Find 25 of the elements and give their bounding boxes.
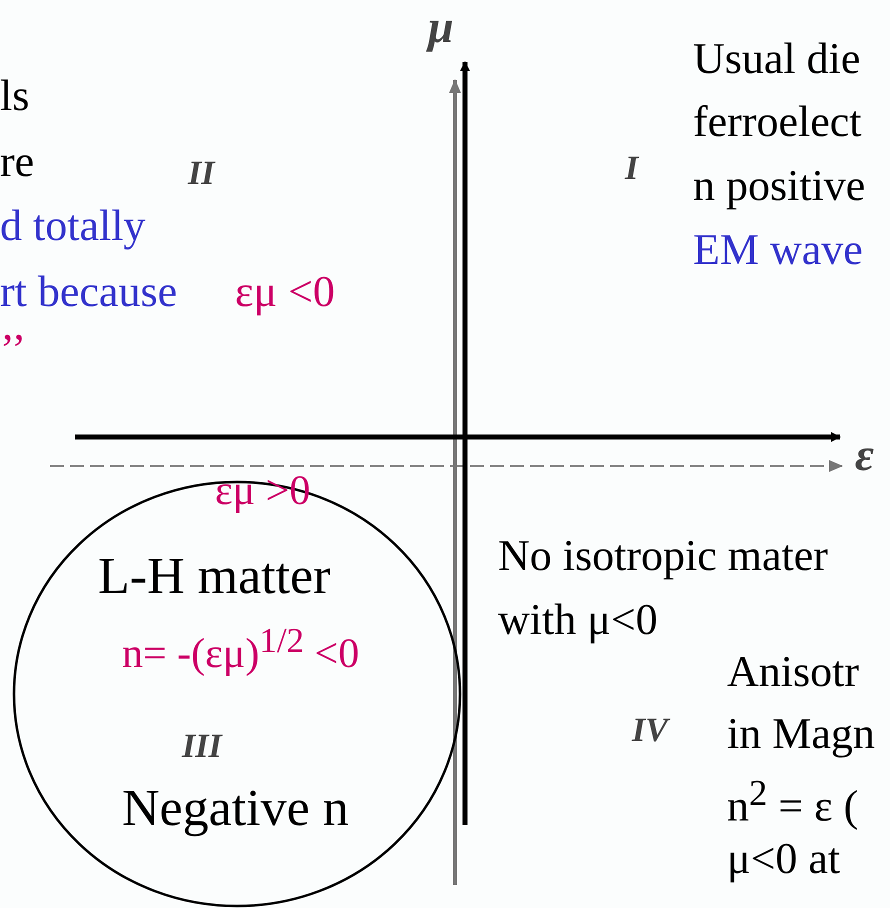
annotation-text: d totally	[0, 202, 146, 250]
annotation-text: rt because	[0, 268, 178, 316]
circle-text: Negative n	[122, 780, 349, 838]
annotation-text: No isotropic mater	[498, 532, 828, 580]
annotation-text: re	[0, 138, 34, 186]
annotation-text: ls	[0, 72, 30, 120]
axis-label: ε	[855, 430, 874, 481]
quadrant-numeral: III	[182, 728, 222, 766]
circle-text: n= -(εμ)$^{1/2}$ <0	[122, 622, 360, 678]
annotation-text: n$^{2}$ = ε (	[727, 773, 858, 832]
annotation-text: ’’	[0, 326, 26, 374]
annotation-text: with μ<0	[498, 596, 658, 644]
axis-label: μ	[428, 2, 454, 53]
circle-text: L-H matter	[98, 548, 330, 606]
annotation-text: EM wave	[693, 226, 863, 274]
quadrant-numeral: IV	[632, 712, 668, 750]
quadrant-numeral: II	[188, 155, 214, 192]
annotation-text: in Magn	[727, 710, 875, 758]
annotation-text: Anisotr	[727, 648, 859, 696]
annotation-text: εμ <0	[235, 268, 335, 316]
annotation-text: n positive	[693, 162, 866, 210]
annotation-text: Usual die	[693, 35, 860, 84]
annotation-text: ferroelect	[693, 98, 862, 146]
quadrant-numeral: I	[625, 150, 638, 188]
annotation-text: μ<0 at	[727, 835, 840, 884]
